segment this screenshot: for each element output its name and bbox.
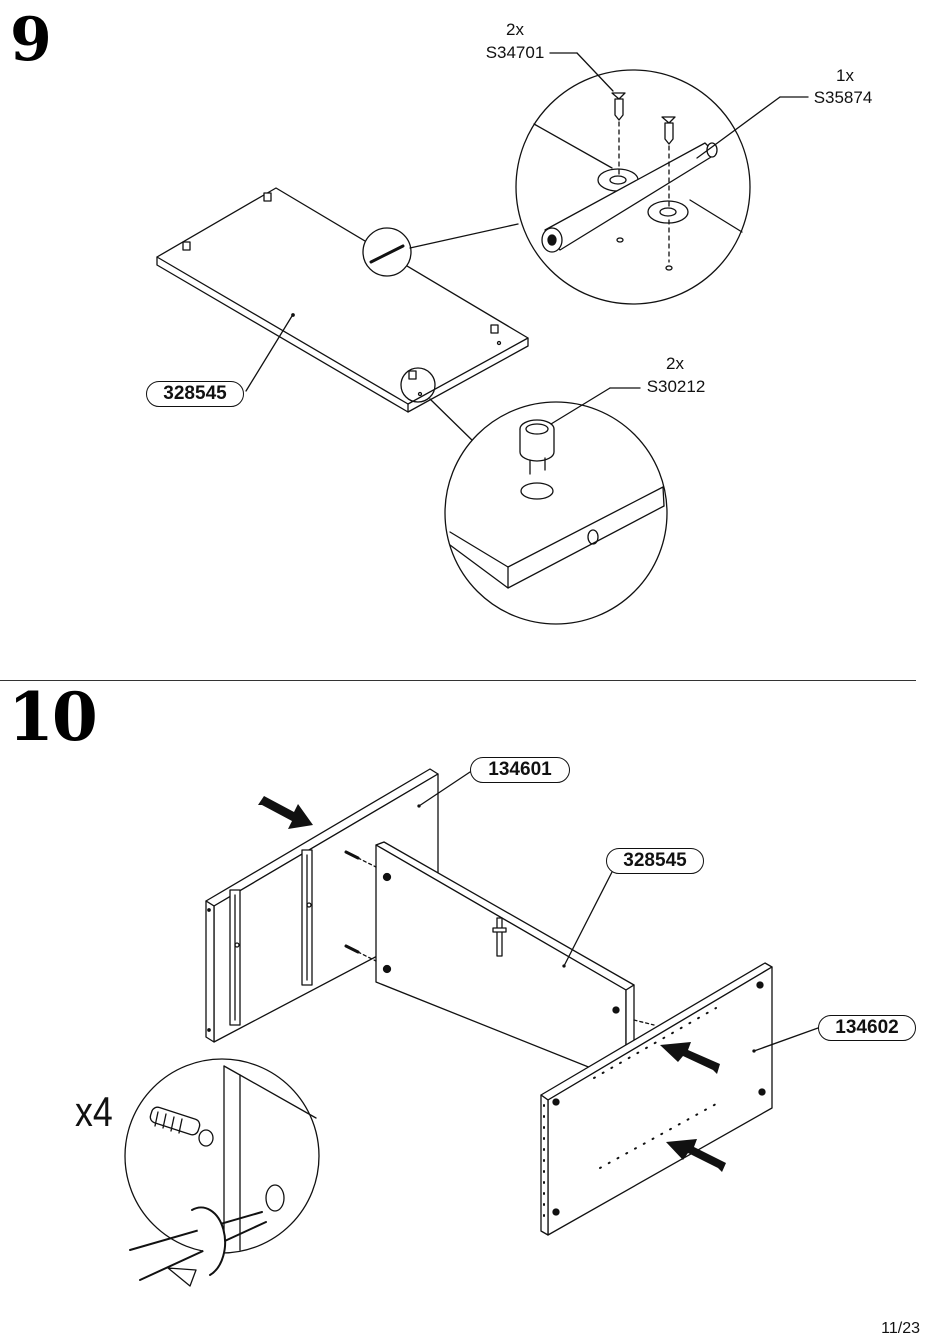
screw-part-code: S34701 [485, 43, 545, 62]
cam-quantity: 2x [666, 354, 684, 373]
step-divider [0, 680, 916, 681]
direction-arrows [258, 796, 726, 1172]
screw-detail-circle [124, 1058, 320, 1287]
page-number: 11/23 [881, 1320, 920, 1337]
cam-fitting-detail-circle [444, 387, 668, 625]
side-panel-134602-drawing [540, 962, 819, 1236]
panel-328545-drawing [156, 187, 529, 445]
cam-part-code: S30212 [646, 377, 706, 396]
back-panel-328545-drawing [344, 841, 635, 1083]
damper-part-code: S35874 [813, 88, 873, 107]
side-panel-left-label: 134601 [470, 757, 570, 783]
quantity-multiplier: x4 [75, 1088, 113, 1135]
step-number-10: 10 [8, 678, 98, 756]
side-panel-right-label: 134602 [818, 1015, 916, 1041]
damper-quantity: 1x [836, 66, 854, 85]
step-number-9: 9 [10, 5, 52, 75]
panel-part-label: 328545 [146, 381, 244, 407]
damper-detail-circle [515, 52, 809, 305]
back-panel-label: 328545 [606, 848, 704, 874]
cam-pin-icons [182, 192, 499, 380]
side-panel-134601-drawing [205, 768, 471, 1043]
screw-quantity: 2x [506, 20, 524, 39]
